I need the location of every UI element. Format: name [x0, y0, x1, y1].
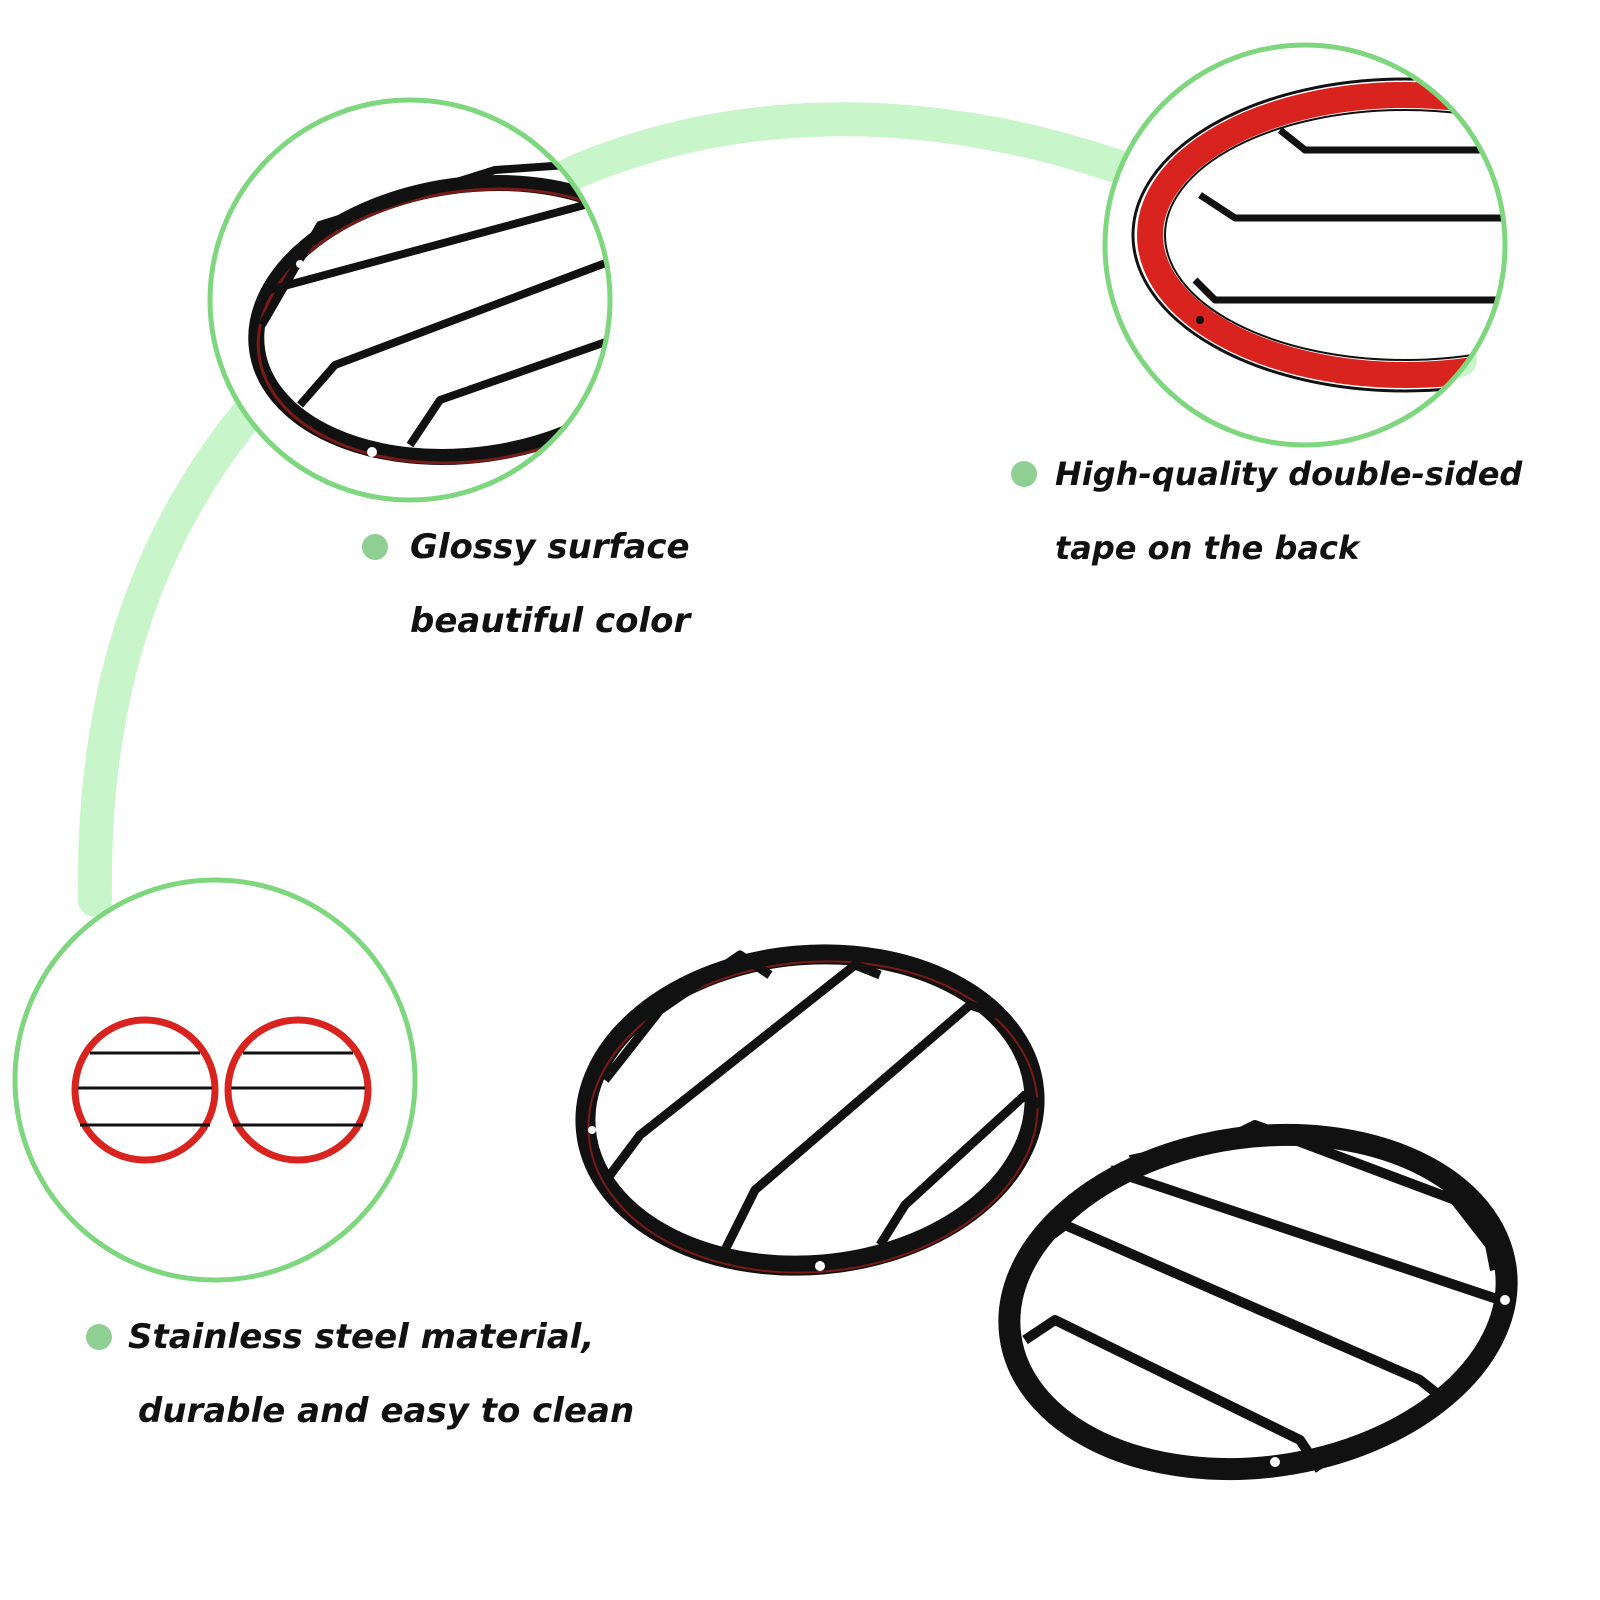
grille-bar	[406, 326, 610, 448]
tape-ring	[1137, 82, 1505, 388]
feature-line: Stainless steel material,	[128, 1317, 595, 1357]
bullet-dot-icon	[86, 1324, 112, 1350]
feature-line: beautiful color	[410, 601, 691, 641]
grille-bar	[876, 1090, 1043, 1248]
grille-bar	[296, 246, 610, 408]
grille-ring	[998, 1123, 1518, 1481]
grille-bar	[1042, 1220, 1449, 1404]
bullet-dot-icon	[362, 534, 388, 560]
grille-bar	[1022, 1315, 1325, 1473]
grille-bar	[1128, 1120, 1500, 1271]
grille-cover-back	[575, 944, 1045, 1276]
feature-line: High-quality double-sided	[1055, 455, 1523, 493]
feature-line: tape on the back	[1055, 529, 1360, 567]
steel-pair-zoom	[12, 877, 418, 1283]
grille-ring	[575, 944, 1045, 1276]
zoom-ring-bottom	[12, 877, 418, 1283]
small-grille-left	[71, 1016, 219, 1164]
grille-bar	[1198, 192, 1505, 222]
zoom-ring-left	[207, 97, 613, 503]
grille-bar	[601, 950, 773, 1083]
grille-bar	[606, 960, 882, 1178]
feature-glossy-surface: Glossy surface beautiful color	[362, 510, 691, 658]
grille-bar	[720, 1000, 1002, 1253]
feature-line: Glossy surface	[410, 527, 690, 567]
small-grille-right	[224, 1016, 372, 1164]
feature-line: durable and easy to clean	[138, 1391, 635, 1431]
grille-bar	[1108, 1165, 1502, 1305]
grille-bar	[260, 186, 610, 296]
grille-bar	[1192, 277, 1505, 304]
zoom-ring-right	[1102, 42, 1508, 448]
bullet-dot-icon	[1011, 461, 1037, 487]
feature-stainless-steel: Stainless steel material, durable and ea…	[86, 1300, 635, 1448]
tape-back-zoom	[1102, 42, 1508, 448]
grille-cover-front	[998, 1120, 1518, 1481]
feature-double-sided-tape: High-quality double-sided tape on the ba…	[1011, 437, 1523, 585]
grille-bar	[1277, 127, 1505, 154]
